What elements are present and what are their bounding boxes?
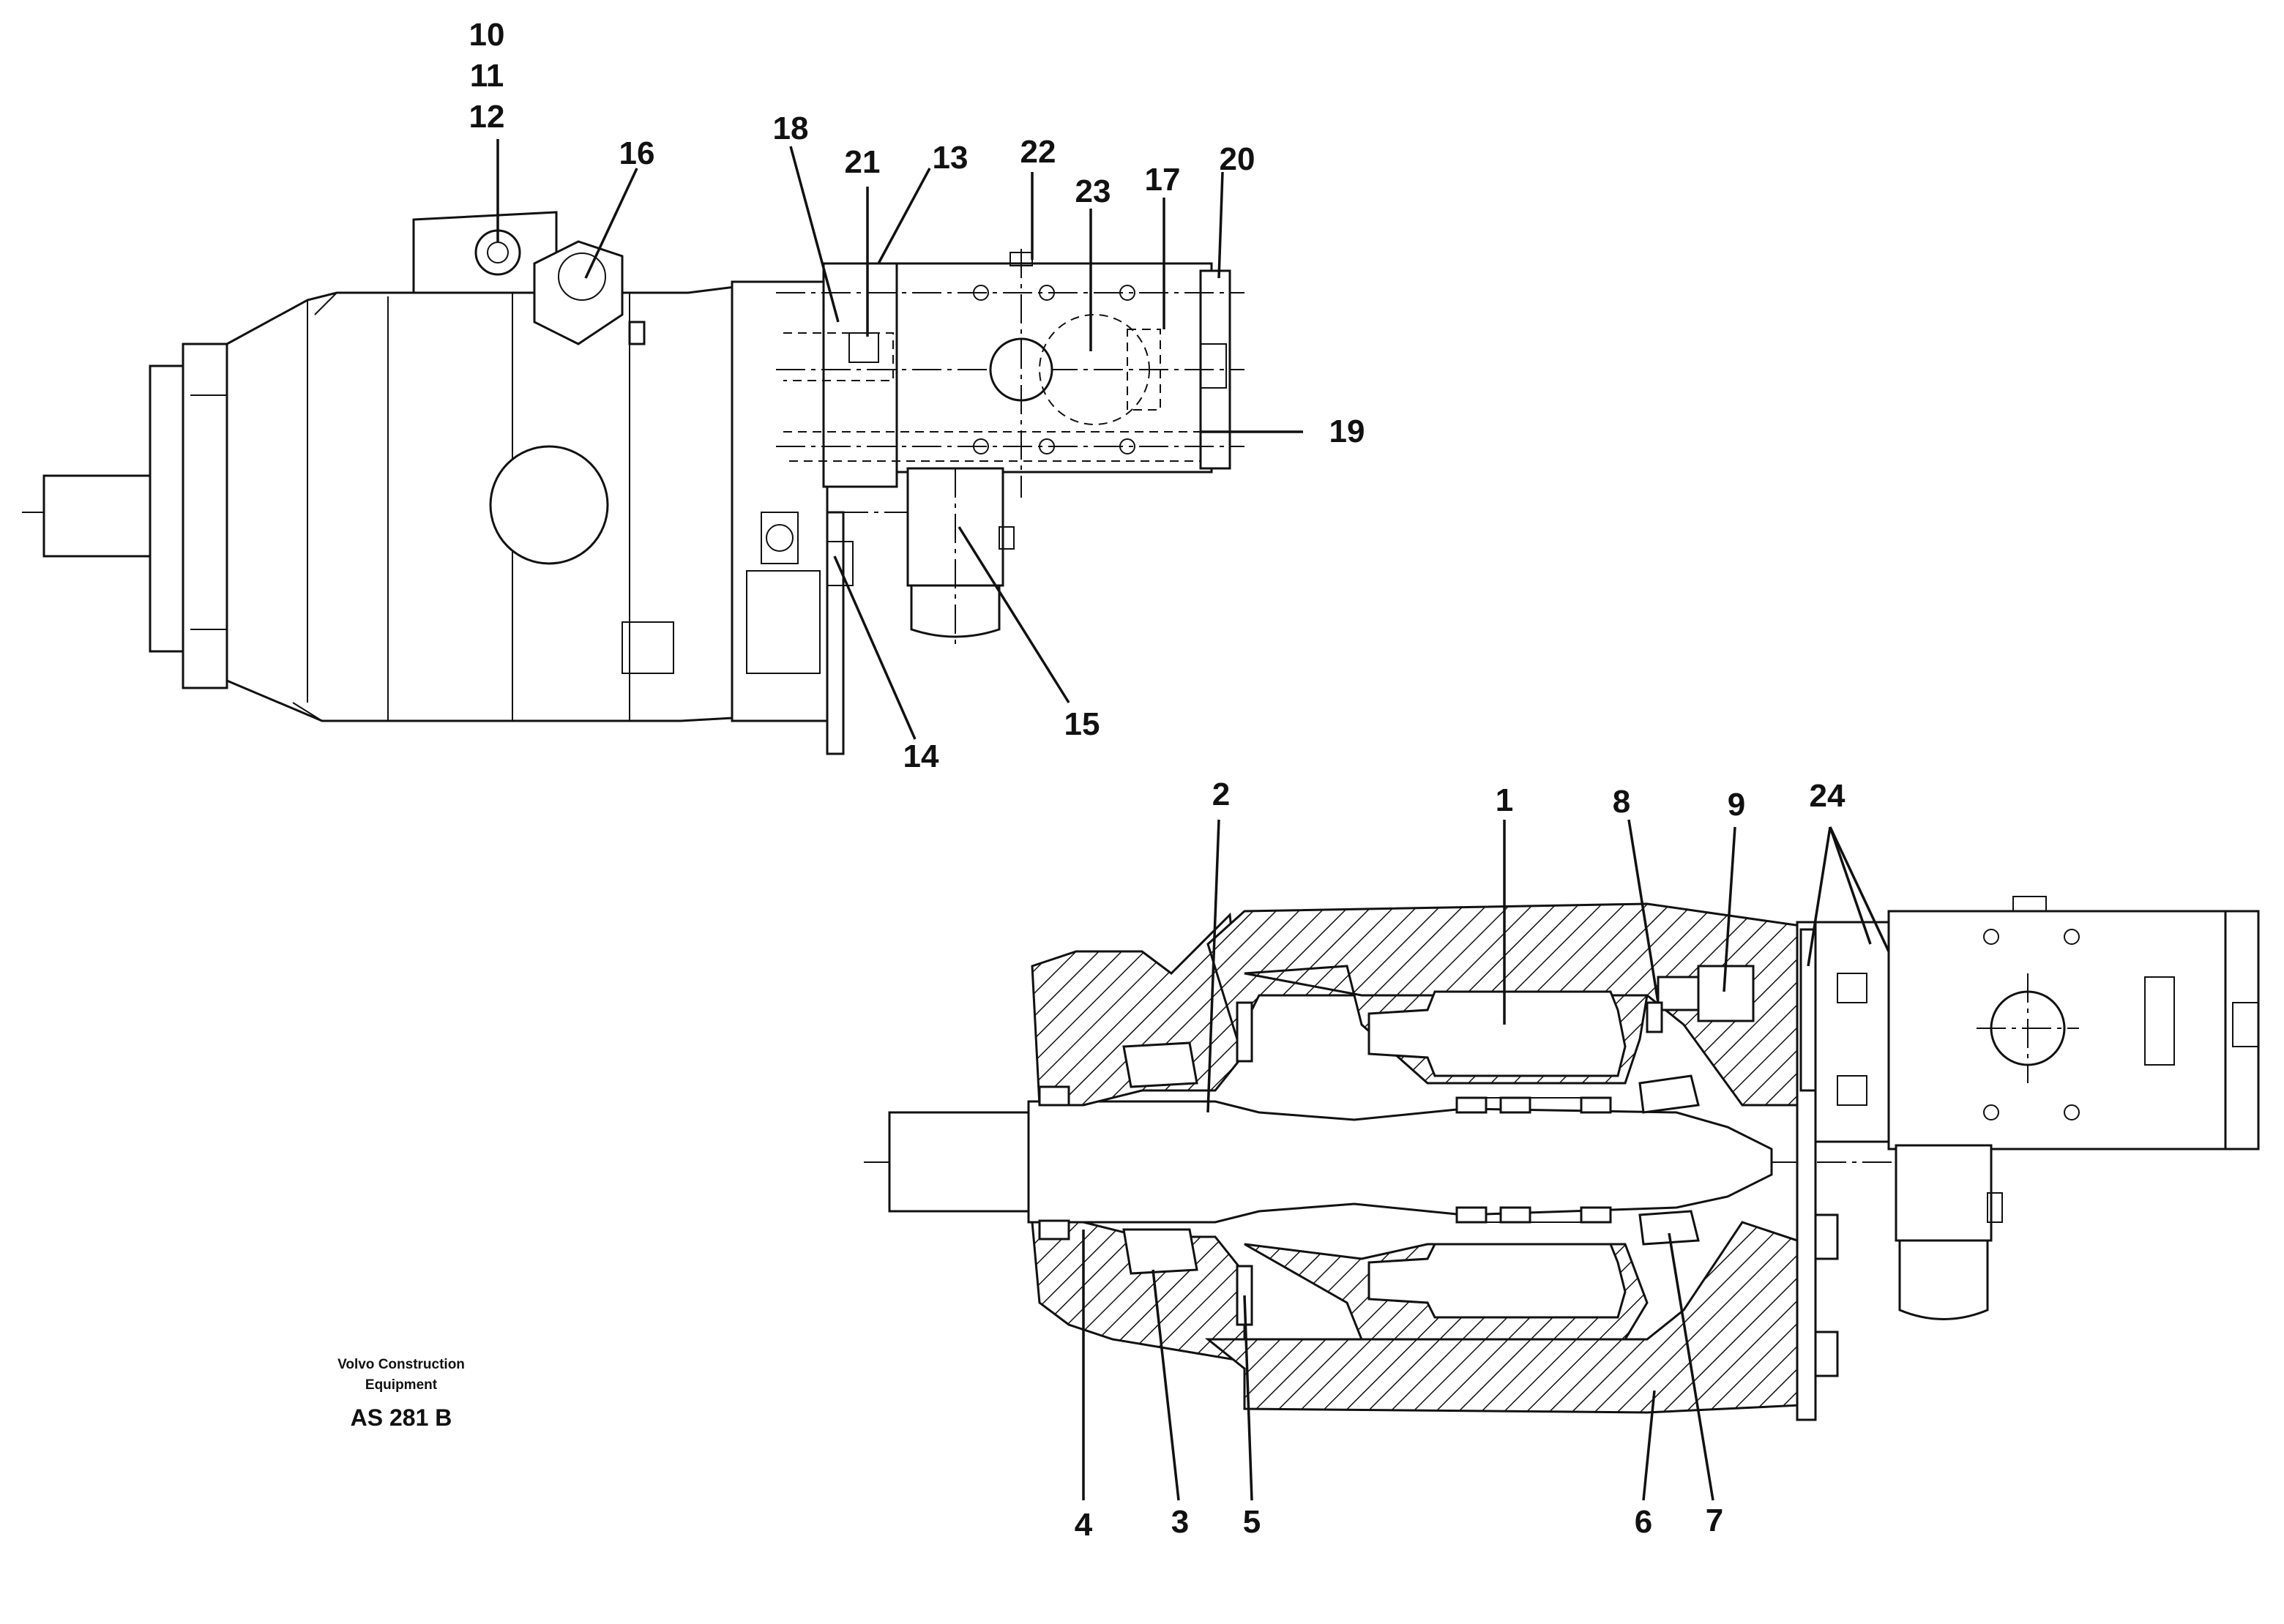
callout-10: 10 <box>469 17 505 53</box>
callout-24: 24 <box>1810 778 1846 814</box>
item-1-piston-lower <box>1367 1243 1627 1319</box>
callout-2: 2 <box>1212 777 1230 812</box>
callout-14: 14 <box>903 738 939 774</box>
main-housing-upper <box>1206 902 1817 1107</box>
callout-20: 20 <box>1220 141 1255 177</box>
caption-company-line2: Equipment <box>365 1377 438 1393</box>
callout-18: 18 <box>773 111 809 146</box>
item-7-bearing-lower <box>1638 1210 1700 1246</box>
rear-end-cap <box>2224 910 2260 1150</box>
pump-section-view <box>864 896 2260 1421</box>
item-16-hex-plug <box>533 240 624 345</box>
rear-adapter-block <box>1814 921 1890 1143</box>
callout-23: 23 <box>1075 173 1111 209</box>
callout-labels: 10 11 12 16 18 21 13 22 23 17 20 19 14 1… <box>469 17 1846 1543</box>
pump-external-view <box>22 211 1244 755</box>
callout-21: 21 <box>845 144 881 180</box>
item-7-bearing-upper <box>1638 1074 1700 1114</box>
callout-4: 4 <box>1075 1507 1093 1543</box>
caption-drawing-code: AS 281 B <box>351 1404 452 1431</box>
callout-15: 15 <box>1064 706 1100 742</box>
main-shaft <box>1027 1100 1773 1224</box>
pump-housing <box>225 284 748 722</box>
section-shaft-end <box>888 1111 1034 1213</box>
rear-solenoid <box>1895 1144 1993 1242</box>
caption-company-line1: Volvo Construction <box>337 1357 465 1372</box>
drive-shaft-end <box>42 474 155 558</box>
drawing-caption: Volvo Construction Equipment AS 281 B <box>337 1357 465 1431</box>
regulator-body <box>895 262 1213 474</box>
callout-11: 11 <box>470 58 504 94</box>
item-3-bearing-lower <box>1122 1228 1198 1275</box>
callout-12: 12 <box>469 99 505 135</box>
callout-7: 7 <box>1706 1503 1723 1538</box>
callout-19: 19 <box>1329 414 1365 449</box>
callout-6: 6 <box>1635 1504 1652 1540</box>
callout-17: 17 <box>1145 162 1181 198</box>
item-1-piston-upper <box>1367 990 1627 1077</box>
callout-1: 1 <box>1496 782 1513 818</box>
pressure-port <box>489 445 609 565</box>
callout-16: 16 <box>619 135 655 171</box>
callout-13: 13 <box>933 140 969 176</box>
item-4-ring-upper <box>1038 1085 1070 1107</box>
item-8-seal <box>1646 1001 1663 1033</box>
callout-3: 3 <box>1171 1504 1189 1540</box>
item-5-plate-upper <box>1236 1001 1253 1063</box>
callout-8: 8 <box>1613 784 1630 820</box>
regulator-block <box>822 262 898 488</box>
item-14-plate <box>826 511 845 755</box>
callout-9: 9 <box>1728 787 1745 823</box>
callout-5: 5 <box>1243 1504 1261 1540</box>
item-3-bearing-upper <box>1122 1041 1198 1088</box>
callout-22: 22 <box>1020 134 1056 170</box>
port-plate <box>731 280 829 722</box>
leader-lines <box>496 139 1890 1501</box>
item-4-ring-lower <box>1038 1219 1070 1241</box>
flange-ring <box>182 343 228 689</box>
